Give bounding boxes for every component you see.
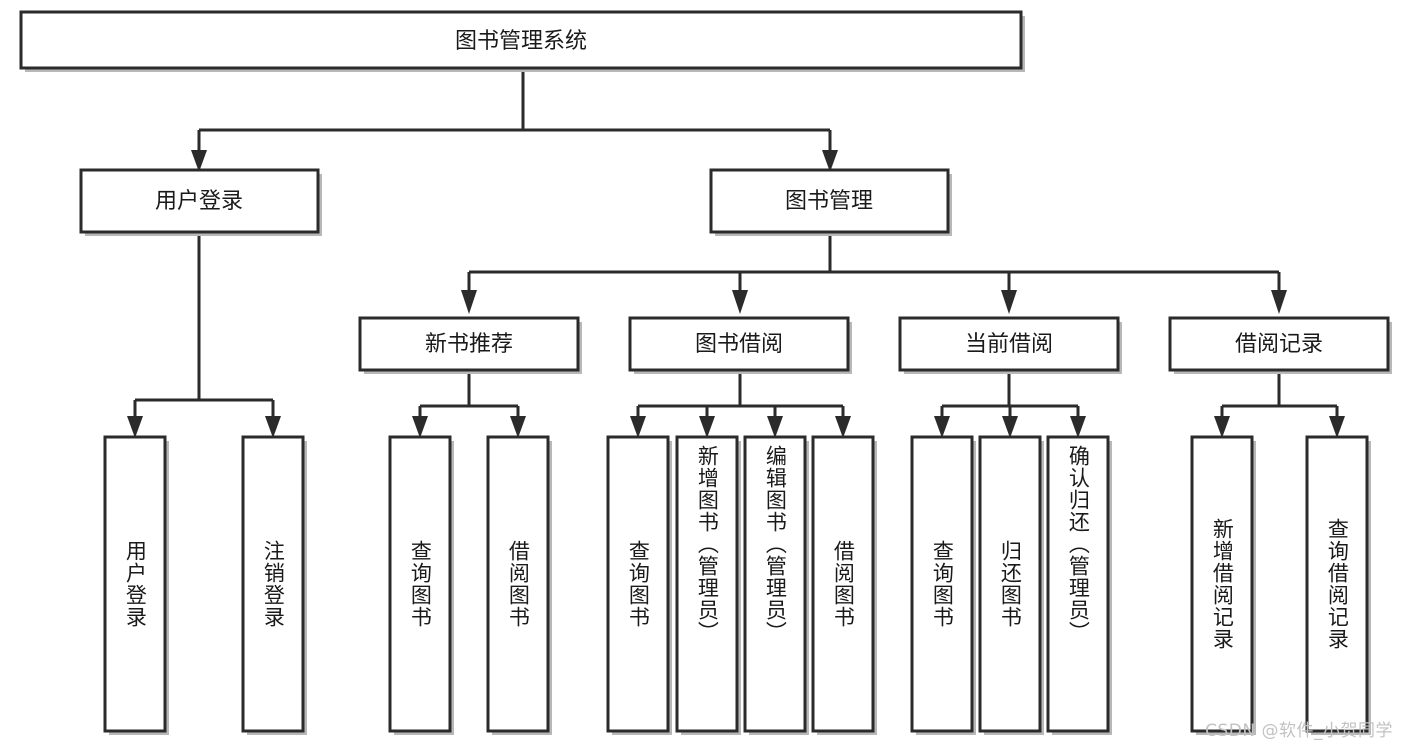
leaf-bb-query-box[interactable] — [606, 435, 670, 733]
book-borrow-node-box[interactable] — [628, 316, 850, 372]
leaf-br-query-box[interactable] — [1305, 435, 1369, 733]
leaf-br-add-box[interactable] — [1190, 435, 1254, 733]
arrow-leaf-user-login — [127, 416, 143, 438]
arrow-bb-leaf1 — [630, 416, 646, 438]
arrow-bb-leaf4 — [835, 416, 851, 438]
book-management-node-label: 图书管理 — [785, 189, 873, 214]
arrow-book-management — [822, 150, 838, 172]
root-node-box[interactable] — [19, 10, 1023, 70]
book-borrow-node-label: 图书借阅 — [695, 332, 783, 357]
leaf-bb-add-box[interactable] — [675, 435, 739, 733]
arrow-bb-leaf3 — [767, 416, 783, 438]
current-borrow-node-box[interactable] — [898, 316, 1120, 372]
leaf-logout-box[interactable] — [241, 435, 305, 733]
arrow-borrow-record — [1271, 290, 1287, 314]
new-book-node-box[interactable] — [358, 316, 580, 372]
leaf-nb-borrow-box[interactable] — [486, 435, 550, 733]
nodes: 图书管理系统 用户登录 图书管理 新书推荐 图书借阅 当前借阅 借阅记录 — [19, 10, 1392, 735]
arrow-leaf-logout — [265, 416, 281, 438]
leaf-bb-edit-box[interactable] — [743, 435, 807, 733]
arrow-bb-leaf2 — [699, 416, 715, 438]
arrow-new-book — [461, 290, 477, 314]
arrow-br-leaf2 — [1329, 416, 1345, 438]
arrow-user-login — [191, 150, 207, 172]
leaf-bb-borrow-box[interactable] — [811, 435, 875, 733]
arrow-book-borrow — [732, 290, 748, 314]
new-book-node-label: 新书推荐 — [425, 332, 513, 357]
user-login-node-label: 用户登录 — [155, 189, 243, 214]
csdn-watermark: CSDN @软件_小贺同学 — [1205, 721, 1393, 741]
leaf-cb-query-box[interactable] — [910, 435, 974, 733]
arrow-current-borrow — [1001, 290, 1017, 314]
root-node-label: 图书管理系统 — [455, 29, 587, 54]
borrow-record-node-box[interactable] — [1168, 316, 1390, 372]
arrow-cb-leaf1 — [934, 416, 950, 438]
user-login-node-box[interactable] — [79, 168, 320, 234]
book-management-node-box[interactable] — [709, 168, 950, 234]
arrow-nb-leaf2 — [510, 416, 526, 438]
arrow-nb-leaf1 — [412, 416, 428, 438]
leaf-nb-query-box[interactable] — [388, 435, 452, 733]
leaf-cb-confirm-box[interactable] — [1046, 435, 1110, 733]
arrow-cb-leaf2 — [1002, 416, 1018, 438]
leaf-cb-return-box[interactable] — [978, 435, 1042, 733]
leaf-user-login-box[interactable] — [103, 435, 167, 733]
borrow-record-node-label: 借阅记录 — [1235, 332, 1323, 357]
arrow-br-leaf1 — [1214, 416, 1230, 438]
arrow-cb-leaf3 — [1070, 416, 1086, 438]
current-borrow-node-label: 当前借阅 — [965, 332, 1053, 357]
connectors — [127, 72, 1345, 438]
